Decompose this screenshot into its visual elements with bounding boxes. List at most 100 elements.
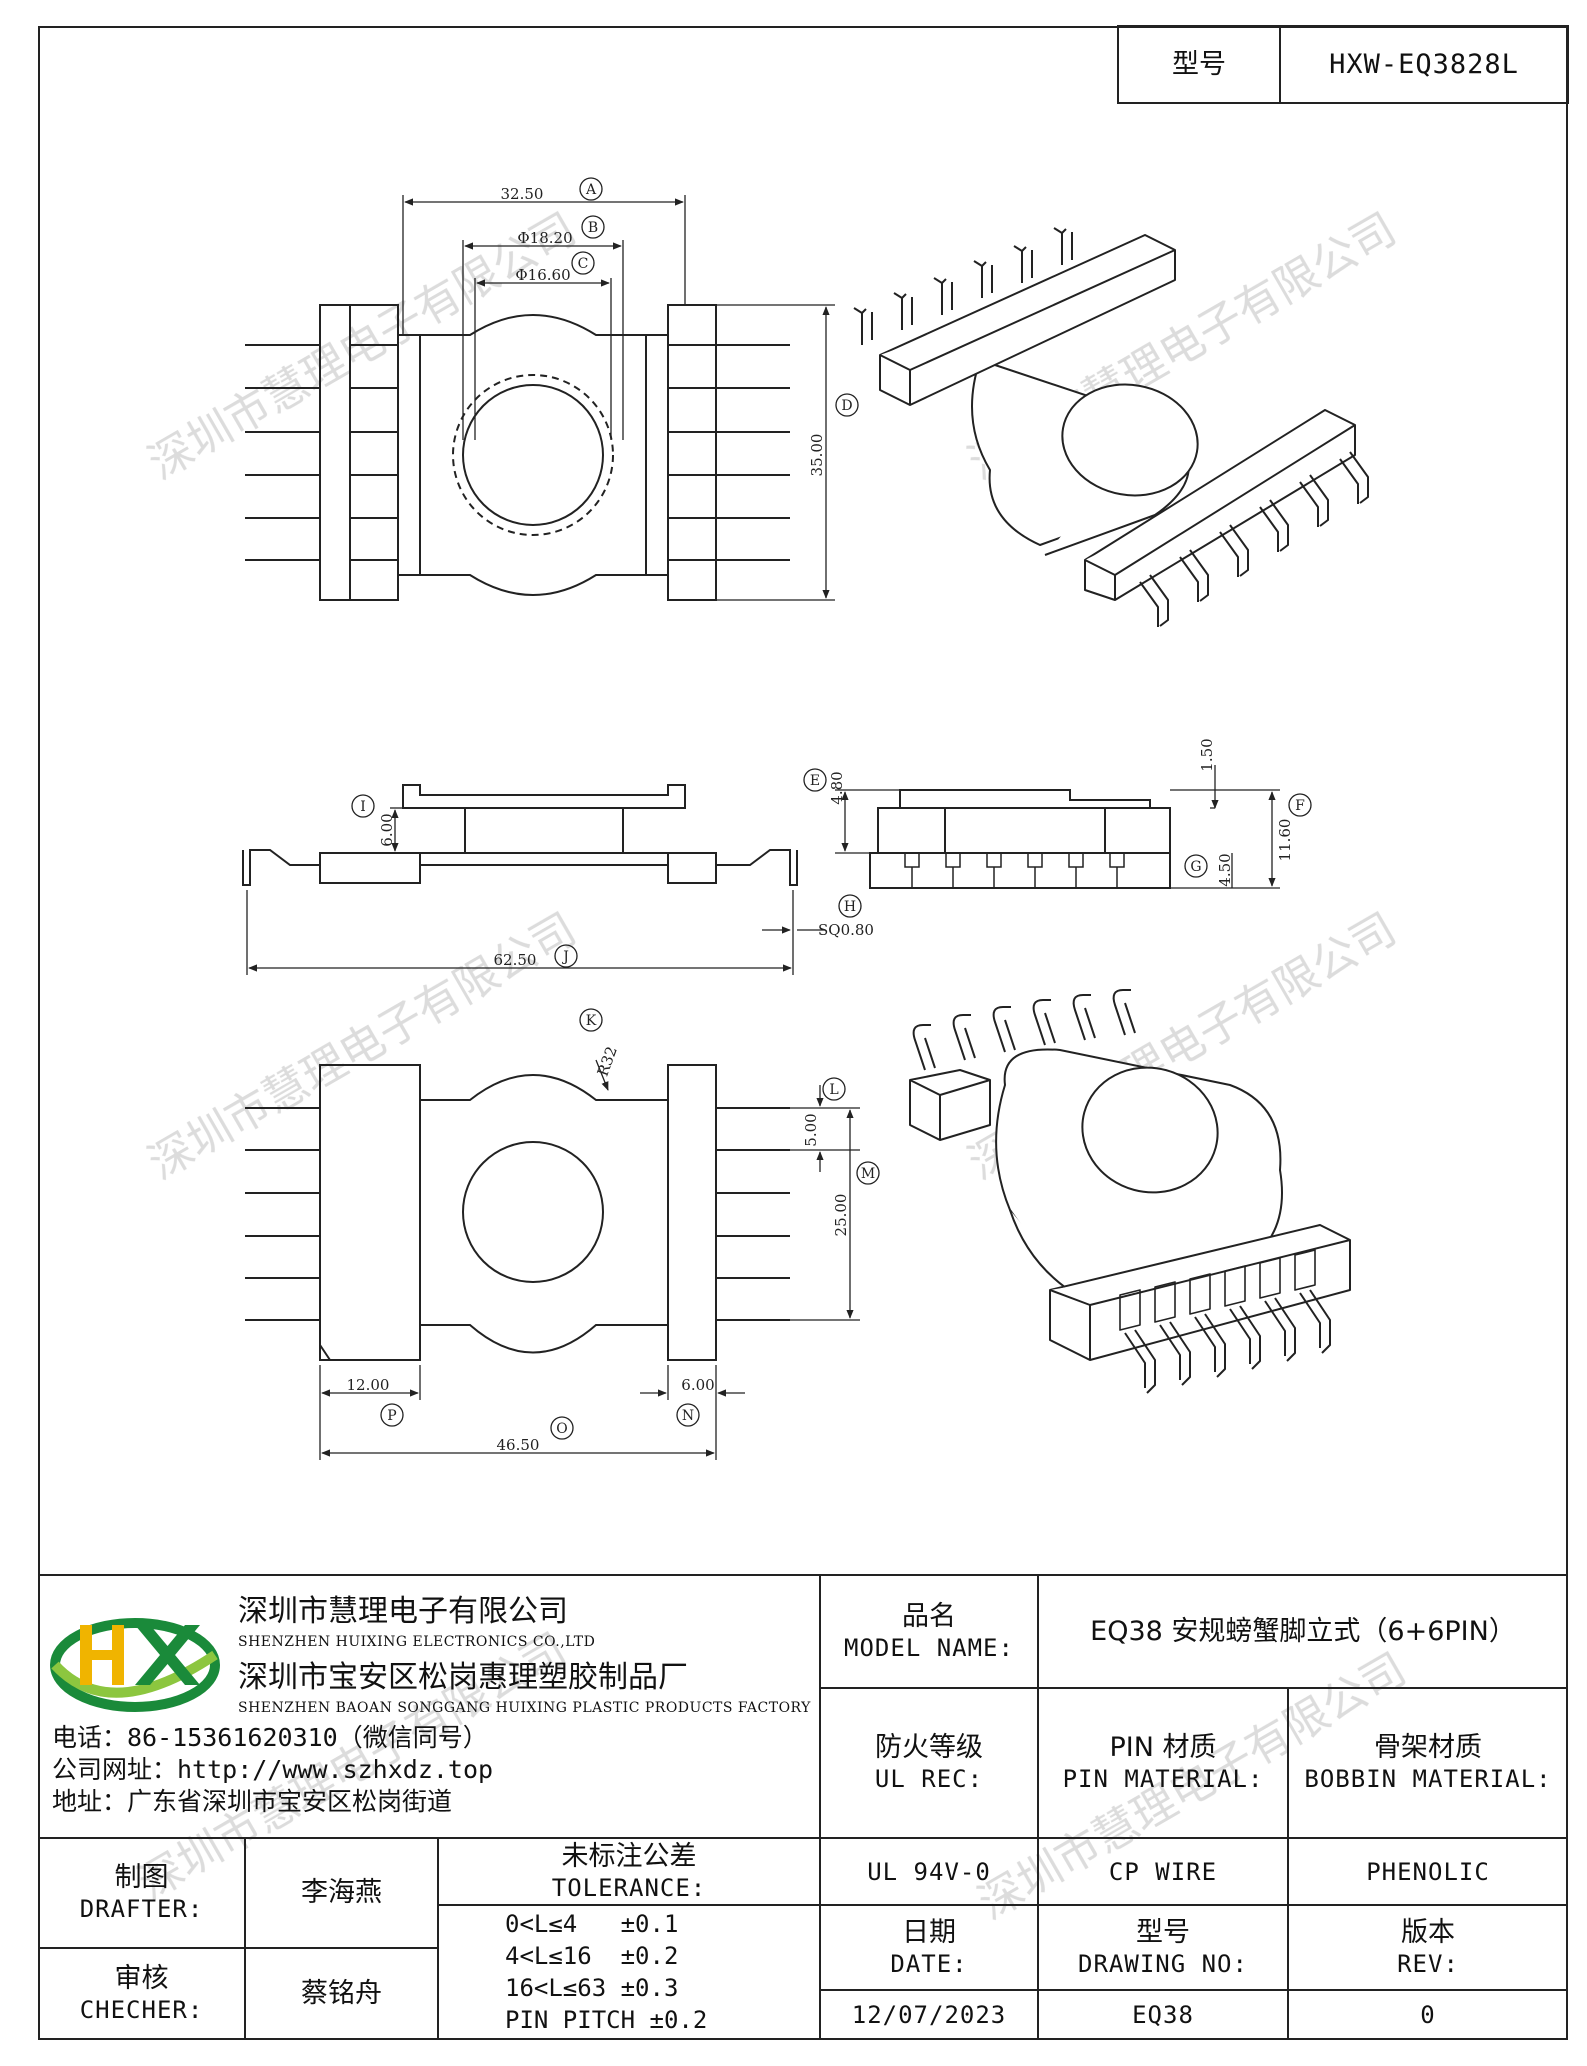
dim-extra-value: 1.50	[1198, 738, 1216, 771]
rev-cn: 版本	[1401, 1916, 1455, 1948]
tag-a: A	[585, 182, 597, 198]
tag-d: D	[841, 398, 852, 414]
tag-l: L	[829, 1082, 838, 1098]
dim-f-value: 11.60	[1276, 819, 1294, 862]
tag-f: F	[1295, 798, 1305, 814]
tolerance-line: 16<L≤63 ±0.3	[505, 1974, 679, 2002]
isometric-view-2	[909, 989, 1351, 1394]
tolerance-line: 4<L≤16 ±0.2	[505, 1942, 679, 1970]
bobbin-material-en: BOBBIN MATERIAL:	[1304, 1765, 1552, 1793]
bobbin-material-value: PHENOLIC	[1366, 1857, 1490, 1886]
model-name-cn: 品名	[902, 1600, 956, 1632]
bobbin-material-label: 骨架材质 BOBBIN MATERIAL:	[1288, 1688, 1568, 1838]
model-label: 型号	[1172, 48, 1226, 80]
dim-d-value: 35.00	[808, 434, 826, 477]
model-name-value: EQ38 安规螃蟹脚立式（6+6PIN）	[1090, 1615, 1516, 1647]
model-value: HXW-EQ3828L	[1329, 49, 1519, 80]
side-view	[869, 789, 1171, 889]
side-view-dimensions	[835, 765, 1280, 889]
company-name-block: 深圳市慧理电子有限公司 SHENZHEN HUIXING ELECTRONICS…	[238, 1586, 818, 1716]
dim-h-value: SQ0.80	[818, 921, 874, 939]
rev-value: 0	[1420, 2001, 1436, 2029]
ul-value: UL 94V-0	[867, 1857, 991, 1886]
bottom-view-dimensions	[319, 1059, 860, 1460]
front-view-tags: I J H	[351, 794, 862, 968]
bottom-view	[245, 1064, 790, 1361]
dim-m-value: 25.00	[832, 1194, 850, 1237]
date-cn: 日期	[902, 1916, 956, 1948]
bobbin-material-cn: 骨架材质	[1374, 1732, 1482, 1763]
front-view-dimensions	[246, 807, 825, 975]
table-grid	[38, 25, 1569, 2040]
company-name-en-1: SHENZHEN HUIXING ELECTRONICS CO.,LTD	[238, 1634, 596, 1650]
top-view-labels: 32.50 Φ18.20 Φ16.60 35.00	[501, 185, 826, 476]
tag-m: M	[861, 1166, 875, 1182]
tag-b: B	[588, 220, 598, 236]
model-name-label: 品名 MODEL NAME:	[820, 1575, 1038, 1688]
dim-n-value: 6.00	[681, 1376, 714, 1394]
side-view-labels: 4.80 11.60 4.50 1.50	[828, 738, 1294, 886]
checker-name: 蔡铭舟	[301, 1978, 382, 2009]
tolerance-cn: 未标注公差	[561, 1840, 697, 1872]
rev-en: REV:	[1397, 1949, 1459, 1978]
date-label: 日期 DATE:	[820, 1905, 1038, 1990]
drafter-en: DRAFTER:	[79, 1895, 204, 1923]
drafter-cn: 制图	[114, 1862, 169, 1893]
front-view-labels: 6.00 62.50 SQ0.80	[378, 813, 874, 969]
tag-p: P	[387, 1408, 396, 1424]
side-view-tags: E F G	[803, 768, 1312, 878]
top-view	[245, 304, 790, 601]
dim-e-value: 4.80	[828, 771, 846, 804]
ul-rec-label: 防火等级 UL REC:	[820, 1688, 1038, 1838]
ul-rec-en: UL REC:	[874, 1765, 984, 1793]
drawing-sheet-border	[38, 26, 1568, 2040]
company-name-en-2: SHENZHEN BAOAN SONGGANG HUIXING PLASTIC …	[238, 1700, 811, 1716]
dim-c-value: Φ16.60	[515, 266, 570, 284]
pin-material-value: CP WIRE	[1108, 1857, 1218, 1886]
checker-label: 审核 CHECHER:	[38, 1948, 245, 2040]
drawing-no-label: 型号 DRAWING NO:	[1038, 1905, 1288, 1990]
front-view	[242, 784, 798, 886]
dim-g-value: 4.50	[1216, 853, 1234, 886]
company-phone: 电话：86-15361620310（微信同号）	[52, 1723, 488, 1752]
dim-o-value: 46.50	[497, 1436, 540, 1454]
pin-material-en: PIN MATERIAL:	[1062, 1765, 1264, 1793]
date-value: 12/07/2023	[851, 2001, 1007, 2029]
dim-a-value: 32.50	[501, 185, 544, 203]
tag-g: G	[1190, 859, 1201, 875]
checker-en: CHECHER:	[79, 1996, 204, 2024]
tolerance-list: 0<L≤4 ±0.1 4<L≤16 ±0.2 16<L≤63 ±0.3 PIN …	[505, 1908, 815, 2038]
company-website: 公司网址：http://www.szhxdz.top	[52, 1755, 494, 1784]
contact-block: 电话：86-15361620310（微信同号） 公司网址：http://www.…	[52, 1722, 812, 1818]
company-address: 地址：广东省深圳市宝安区松岗街道	[52, 1787, 453, 1816]
bottom-view-tags: K L M P N O	[380, 1008, 880, 1440]
drafter-name: 李海燕	[301, 1877, 382, 1908]
drawing-no-cn: 型号	[1136, 1916, 1190, 1948]
tolerance-en: TOLERANCE:	[551, 1873, 707, 1902]
tag-h: H	[844, 899, 856, 915]
top-view-dimensions	[402, 195, 835, 601]
tag-c: C	[578, 256, 589, 272]
tag-o: O	[556, 1421, 567, 1437]
tolerance-line: PIN PITCH ±0.2	[505, 2006, 708, 2034]
tolerance-line: 0<L≤4 ±0.1	[505, 1910, 679, 1938]
tag-e: E	[810, 773, 820, 789]
company-name-cn-2: 深圳市宝安区松岗惠理塑胶制品厂	[238, 1660, 688, 1695]
tag-i: I	[360, 799, 366, 815]
rev-label: 版本 REV:	[1288, 1905, 1568, 1990]
pin-material-label: PIN 材质 PIN MATERIAL:	[1038, 1688, 1288, 1838]
drafter-label: 制图 DRAFTER:	[38, 1838, 245, 1948]
dim-j-value: 62.50	[494, 951, 537, 969]
drawing-no-en: DRAWING NO:	[1078, 1949, 1248, 1978]
tag-j: J	[561, 949, 569, 965]
ul-rec-cn: 防火等级	[875, 1732, 983, 1763]
pin-material-cn: PIN 材质	[1109, 1732, 1217, 1763]
logo-icon	[50, 1618, 220, 1712]
tag-k: K	[586, 1013, 597, 1029]
isometric-view-1	[853, 227, 1369, 627]
model-name-en: MODEL NAME:	[844, 1633, 1014, 1662]
checker-cn: 审核	[114, 1963, 169, 1994]
dim-l-value: 5.00	[802, 1113, 820, 1146]
company-logo	[50, 1595, 220, 1725]
